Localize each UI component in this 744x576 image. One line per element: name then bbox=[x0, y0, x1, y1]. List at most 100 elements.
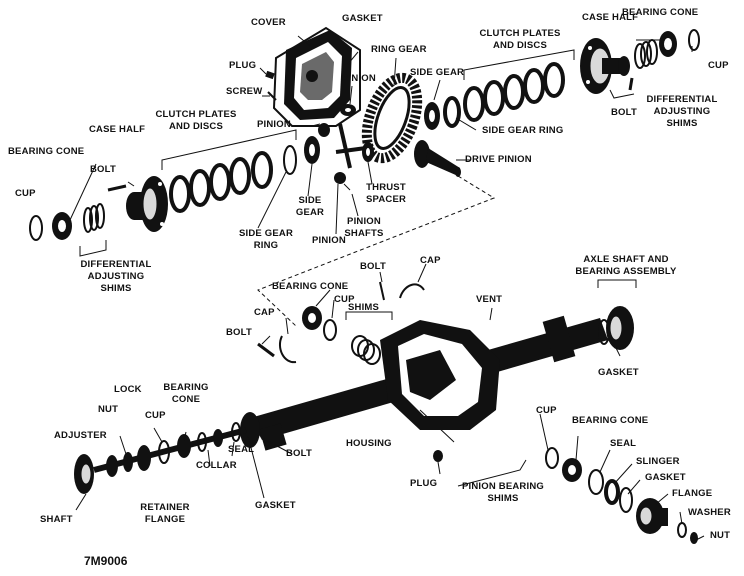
label-gasket-right: GASKET bbox=[598, 367, 639, 378]
bolt-left-top-part bbox=[107, 184, 127, 192]
label-diff-shims-left-3: SHIMS bbox=[100, 283, 132, 294]
label-pinion-mid: PINION bbox=[257, 119, 291, 130]
label-cup-left: CUP bbox=[15, 188, 36, 199]
figure-code: 7M9006 bbox=[84, 554, 128, 568]
side-gear-mid-part bbox=[304, 136, 320, 164]
label-drive-pinion: DRIVE PINION bbox=[465, 154, 532, 165]
label-retainer-2: FLANGE bbox=[144, 514, 186, 525]
label-pinion-bottom: PINION bbox=[312, 235, 346, 246]
pinion-top-part bbox=[340, 104, 356, 116]
dashed-connector bbox=[257, 175, 496, 327]
label-plug-bottom: PLUG bbox=[410, 478, 438, 489]
label-slinger: SLINGER bbox=[636, 456, 680, 467]
label-nut-left: NUT bbox=[98, 404, 119, 415]
axle-shaft-part bbox=[598, 306, 634, 350]
side-gear-ring-left-part bbox=[283, 145, 297, 175]
label-bearing-cone-br: BEARING CONE bbox=[572, 415, 649, 426]
label-diff-shims-right-3: SHIMS bbox=[666, 118, 698, 129]
label-collar: COLLAR bbox=[196, 460, 237, 471]
ring-gear-part bbox=[361, 72, 423, 164]
pinion-shafts-part bbox=[335, 123, 367, 169]
label-pinion-shafts-2: SHAFTS bbox=[344, 228, 384, 239]
label-pinion-bearing-2: SHIMS bbox=[487, 493, 519, 504]
label-case-half-left: CASE HALF bbox=[89, 124, 146, 135]
case-half-left-part bbox=[126, 176, 168, 232]
label-screw: SCREW bbox=[226, 86, 263, 97]
label-bolt-left-top: BOLT bbox=[90, 164, 116, 175]
label-nut-br: NUT bbox=[710, 530, 731, 541]
label-retainer-1: RETAINER bbox=[140, 502, 190, 513]
label-bolt-mid: BOLT bbox=[360, 261, 386, 272]
label-bolt-left-mid: BOLT bbox=[226, 327, 252, 338]
gasket-top-part bbox=[272, 26, 361, 127]
label-bearing-cone-bl-2: CONE bbox=[171, 394, 201, 405]
label-gasket-br: GASKET bbox=[645, 472, 686, 483]
label-bearing-cone-top-right: BEARING CONE bbox=[622, 7, 699, 18]
label-cup-bl: CUP bbox=[145, 410, 166, 421]
label-housing: HOUSING bbox=[346, 438, 392, 449]
bolt-top-right-part bbox=[628, 77, 634, 91]
label-cup-mid: CUP bbox=[334, 294, 355, 305]
label-axle-shaft-2: BEARING ASSEMBLY bbox=[575, 266, 677, 277]
label-cup-top-right: CUP bbox=[708, 60, 729, 71]
label-thrust-spacer-1: THRUST bbox=[366, 182, 406, 193]
cup-left-part bbox=[29, 215, 43, 241]
pinion-bottom-part bbox=[334, 172, 346, 184]
plug-top-part bbox=[265, 70, 275, 80]
bearing-cone-left-part bbox=[52, 212, 72, 240]
label-diff-shims-right-2: ADJUSTING bbox=[653, 106, 711, 117]
label-washer: WASHER bbox=[688, 507, 731, 518]
label-cup-br: CUP bbox=[536, 405, 557, 416]
clutch-plates-right-part bbox=[463, 62, 565, 122]
label-clutch-top-right-1: CLUTCH PLATES bbox=[479, 28, 561, 39]
bolt-mid-part bbox=[379, 281, 385, 301]
pinion-mid-part bbox=[318, 123, 330, 137]
shims-mid-part bbox=[351, 335, 381, 365]
side-gear-ring-right-part bbox=[443, 96, 461, 128]
label-side-gear-mid-1: SIDE bbox=[298, 195, 322, 206]
label-cap-mid: CAP bbox=[420, 255, 441, 266]
label-thrust-spacer-2: SPACER bbox=[365, 194, 407, 205]
cup-mid-part bbox=[323, 319, 337, 341]
cap-left-part bbox=[278, 335, 297, 364]
clutch-plates-left-part bbox=[169, 151, 273, 213]
label-cover: COVER bbox=[251, 17, 286, 28]
label-pinion-shafts-1: PINION bbox=[347, 216, 381, 227]
shims-left-part bbox=[83, 203, 105, 233]
label-vent: VENT bbox=[476, 294, 503, 305]
label-clutch-left-1: CLUTCH PLATES bbox=[155, 109, 237, 120]
label-clutch-top-right-2: AND DISCS bbox=[492, 40, 548, 51]
label-gasket-top: GASKET bbox=[342, 13, 383, 24]
label-bearing-cone-mid: BEARING CONE bbox=[272, 281, 349, 292]
label-diff-shims-left-2: ADJUSTING bbox=[87, 271, 145, 282]
label-pinion-top: PINION bbox=[342, 73, 376, 84]
pinion-shaft-assembly-part bbox=[74, 422, 247, 494]
label-gasket-bottom: GASKET bbox=[255, 500, 296, 511]
label-diff-shims-right-1: DIFFERENTIAL bbox=[646, 94, 718, 105]
cup-top-right-part bbox=[688, 29, 700, 51]
case-half-right-part bbox=[580, 38, 630, 94]
label-bearing-cone-bl-1: BEARING bbox=[163, 382, 209, 393]
label-side-gear-mid-2: GEAR bbox=[295, 207, 325, 218]
label-pinion-bearing-1: PINION BEARING bbox=[462, 481, 544, 492]
screw-part bbox=[267, 91, 277, 101]
label-seal-br: SEAL bbox=[610, 438, 637, 449]
label-shims-mid: SHIMS bbox=[348, 302, 380, 313]
label-shaft: SHAFT bbox=[40, 514, 73, 525]
bearing-cone-mid-part bbox=[302, 306, 322, 330]
label-side-gear-top: SIDE GEAR bbox=[410, 67, 465, 78]
label-axle-shaft-1: AXLE SHAFT AND bbox=[583, 254, 669, 265]
label-side-gear-ring-left-2: RING bbox=[253, 240, 279, 251]
plug-bottom-part bbox=[433, 450, 443, 462]
label-cap-left: CAP bbox=[254, 307, 275, 318]
label-bolt-center: BOLT bbox=[286, 448, 312, 459]
thrust-spacer-part bbox=[362, 142, 374, 162]
label-flange: FLANGE bbox=[672, 488, 713, 499]
label-seal-bl: SEAL bbox=[228, 444, 255, 455]
bolt-left-mid-part bbox=[257, 342, 275, 358]
pinion-flange-assembly-part bbox=[545, 447, 698, 544]
label-bearing-cone-left: BEARING CONE bbox=[8, 146, 85, 157]
cap-mid-part bbox=[399, 283, 425, 299]
